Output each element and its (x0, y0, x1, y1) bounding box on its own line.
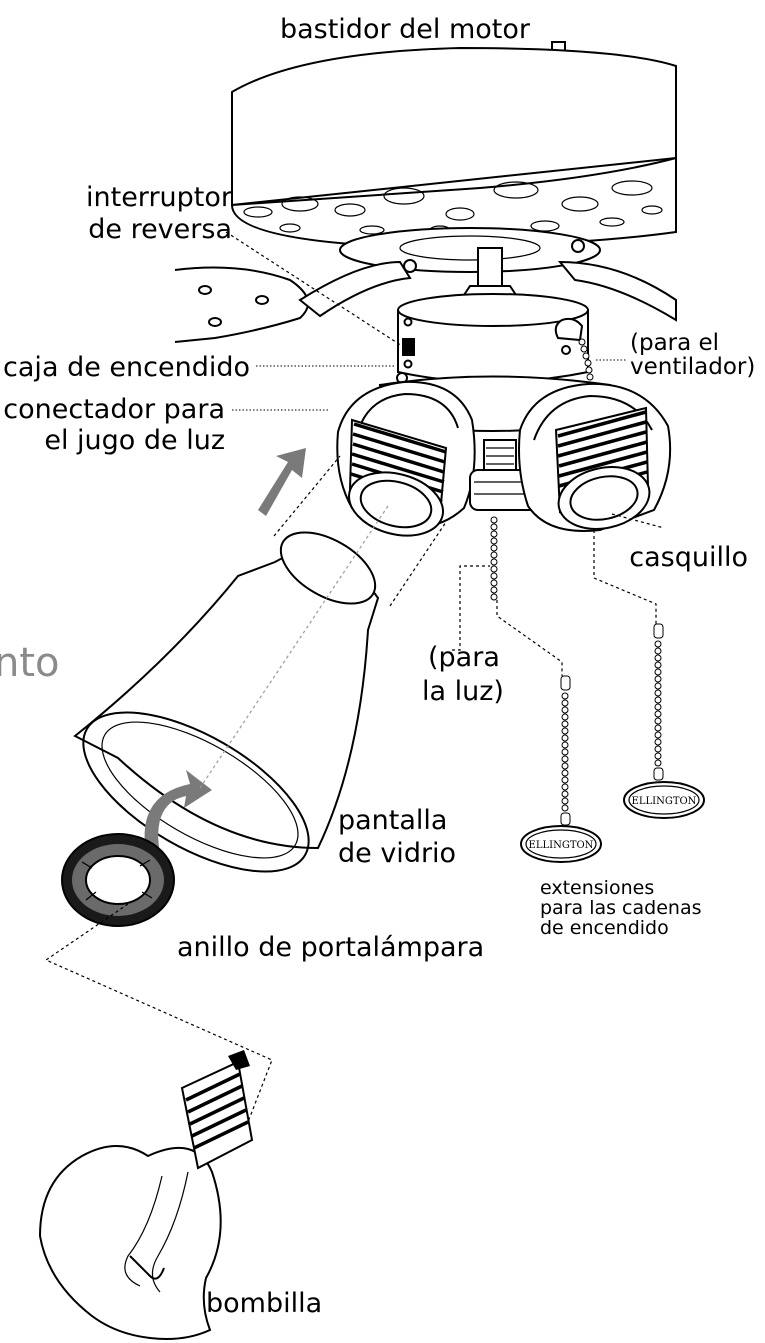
fob-brand-left: ELLINGTON (529, 840, 594, 851)
label-glass-shade-line2: de vidrio (338, 838, 456, 869)
label-extensions-line3: de encendido (540, 917, 669, 939)
motor-housing (230, 41, 677, 273)
leader-lines (44, 231, 665, 1123)
label-switch-housing: caja de encendido (3, 352, 250, 383)
ring-arrow-icon (144, 770, 212, 864)
light-bulb (38, 1050, 254, 1340)
blade-arms (298, 239, 677, 322)
label-glass-shade-line1: pantalla (338, 805, 447, 836)
label-reverse-switch-line1: interruptor (86, 182, 233, 213)
fob-brand-right: ELLINGTON (632, 796, 697, 807)
label-socket: casquillo (629, 542, 748, 573)
label-fitter-line1: conectador para (3, 394, 225, 425)
partial-cutoff-text: nto (0, 640, 60, 686)
switch-housing (396, 293, 589, 384)
glass-shade (73, 531, 380, 873)
fan-blade (174, 266, 309, 343)
label-fitter-line2: el jugo de luz (44, 425, 225, 456)
pull-chain-extension-right[interactable]: ELLINGTON (623, 623, 705, 819)
reverse-switch[interactable] (402, 338, 415, 356)
label-fan-chain-line1: (para el (630, 330, 719, 356)
light-pull-chain[interactable] (490, 516, 498, 601)
bulb-base (180, 1050, 254, 1170)
install-arrow-icon (258, 448, 306, 516)
lamp-holder-ring (61, 833, 175, 927)
label-motor-housing: bastidor del motor (280, 14, 531, 45)
label-light-chain-line2: la luz) (422, 676, 504, 707)
label-reverse-switch-line2: de reversa (88, 214, 232, 245)
fan-pull-chain[interactable] (578, 338, 594, 381)
bulb-filament (124, 1171, 189, 1293)
label-light-chain-line1: (para (428, 642, 500, 673)
label-extensions-line1: extensiones (540, 877, 654, 899)
label-bulb: bombilla (206, 1288, 322, 1319)
label-extensions-line2: para las cadenas (540, 897, 701, 919)
pull-chain-extension-left[interactable]: ELLINGTON (520, 675, 602, 863)
labels: bastidor del motor interruptor de revers… (0, 14, 755, 1319)
label-fan-chain-line2: ventilador) (630, 354, 755, 380)
label-lamp-ring: anillo de portalámpara (177, 932, 484, 963)
